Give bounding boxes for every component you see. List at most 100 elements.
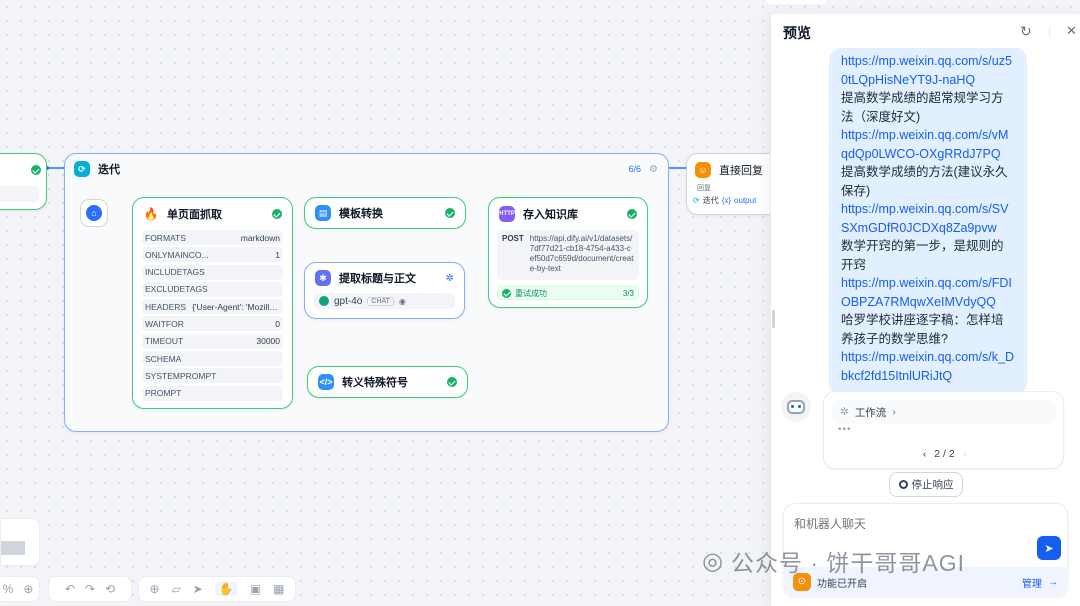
template-icon: ▤ xyxy=(315,205,331,221)
param-row: INCLUDETAGS xyxy=(142,264,283,280)
llm-icon: ✱ xyxy=(315,270,331,286)
param-row: HEADERS{'User-Agent': 'Mozilla/... xyxy=(142,299,283,315)
preview-panel: 预览 ↻ ✕ https://mp.weixin.qq.com/s/uz50tL… xyxy=(770,14,1080,606)
chat-messages[interactable]: https://mp.weixin.qq.com/s/uz50tLQpHisNe… xyxy=(771,48,1080,508)
home-icon: ⌂ xyxy=(86,205,102,221)
pointer-icon[interactable]: ➤ xyxy=(192,582,203,596)
iteration-start-node[interactable]: ⌂ xyxy=(80,199,108,227)
param-row: EXCLUDETAGS xyxy=(142,281,283,297)
canvas-toolbar[interactable]: ⊕ ▱ ➤ ✋ ▣ ▦ xyxy=(138,576,296,602)
extract-node-title: 提取标题与正文 xyxy=(339,273,416,285)
message-link[interactable]: https://mp.weixin.qq.com/s/FDIOBPZA7RMqw… xyxy=(841,276,1012,309)
pager-prev-icon[interactable]: ‹ xyxy=(922,448,927,460)
message-link[interactable]: https://mp.weixin.qq.com/s/SVSXmGDfR0JCD… xyxy=(841,202,1009,235)
stop-responding-button[interactable]: 停止响应 xyxy=(889,472,963,497)
http-icon: HTTP xyxy=(499,206,515,222)
fire-icon: 🔥 xyxy=(143,207,159,221)
workflow-process-toggle[interactable]: ✲ 工作流 › xyxy=(832,400,1056,424)
template-success-icon xyxy=(445,208,455,218)
template-node[interactable]: ▤ 模板转换 xyxy=(304,197,466,229)
iteration-settings-icon[interactable]: ⚙ xyxy=(649,163,658,175)
add-note-icon[interactable]: ▱ xyxy=(171,582,181,596)
param-row: PROMPT xyxy=(142,385,283,401)
variable-icon: {x} xyxy=(721,196,732,205)
retry-status: 重试成功 3/3 xyxy=(497,286,639,300)
model-name: gpt-4o xyxy=(334,295,363,307)
wechat-icon: ◎ xyxy=(702,547,723,575)
bot-avatar xyxy=(781,392,811,422)
message-link[interactable]: https://mp.weixin.qq.com/s/k_Dbkcf2fd15I… xyxy=(841,350,1014,383)
iteration-counter: 6/6 xyxy=(628,164,642,174)
export-image-icon[interactable]: ▣ xyxy=(249,582,262,596)
scrape-success-icon xyxy=(272,209,282,219)
zoom-control[interactable]: % ⊕ xyxy=(0,576,40,602)
zoom-percent: % xyxy=(2,582,14,596)
iteration-icon: ⟳ xyxy=(74,161,90,177)
answer-node-title: 直接回复 xyxy=(719,165,763,177)
message-link[interactable]: https://mp.weixin.qq.com/s/vMqdQp0LWCO-O… xyxy=(841,128,1009,161)
retry-success-icon xyxy=(502,288,511,298)
iteration-small-icon: ⟳ xyxy=(693,196,700,205)
template-node-title: 模板转换 xyxy=(339,208,383,220)
eye-icon: ◉ xyxy=(398,296,406,306)
feature-label: 功能已开启 xyxy=(817,578,867,590)
organize-icon[interactable]: ▦ xyxy=(273,582,285,596)
kb-node-title: 存入知识库 xyxy=(523,209,578,221)
send-button[interactable]: ➤ xyxy=(1037,536,1061,560)
pager-next-icon[interactable]: › xyxy=(962,448,967,460)
manage-link[interactable]: 管理 xyxy=(1022,578,1042,590)
scrape-node-title: 单页面抓取 xyxy=(167,209,222,221)
model-selector[interactable]: gpt-4o CHAT ◉ xyxy=(314,293,455,309)
message-link[interactable]: https://mp.weixin.qq.com/s/uz50tLQpHisNe… xyxy=(841,54,1012,87)
iteration-title: 迭代 xyxy=(98,164,120,176)
redo-icon[interactable]: ↷ xyxy=(84,582,96,596)
undo-icon[interactable]: ↶ xyxy=(64,582,75,596)
message-text: 提高数学成绩的超常规学习方法（深度好文) xyxy=(841,91,1004,124)
history-toolbar[interactable]: ↶ ↷ ⟲ xyxy=(48,576,132,602)
panel-resize-handle[interactable] xyxy=(772,310,775,328)
chat-input[interactable] xyxy=(794,515,1014,533)
workflow-label: 工作流 xyxy=(854,406,887,419)
robot-icon xyxy=(787,400,805,414)
watermark-text: 公众号 · 饼干哥哥AGI xyxy=(730,550,966,576)
history-icon[interactable]: ⟲ xyxy=(105,582,116,596)
stop-label: 停止响应 xyxy=(911,479,954,491)
chevron-right-icon: › xyxy=(892,406,896,418)
escape-node[interactable]: </> 转义特殊符号 xyxy=(307,366,468,398)
minimap[interactable] xyxy=(0,518,40,566)
kb-success-icon xyxy=(627,209,637,219)
retry-label: 重试成功 xyxy=(515,288,547,298)
typing-indicator: ••• xyxy=(838,424,852,435)
http-method: POST xyxy=(502,234,524,243)
restart-icon[interactable]: ↻ xyxy=(1020,23,1032,39)
model-mode-badge: CHAT xyxy=(367,296,394,306)
preview-title: 预览 xyxy=(783,25,811,41)
previous-node[interactable] xyxy=(0,153,47,210)
answer-variable: ⟳ 迭代 {x} output xyxy=(693,196,757,205)
http-url: https://api.dify.ai/v1/datasets/7df77d21… xyxy=(529,234,634,273)
add-node-icon[interactable]: ⊕ xyxy=(149,582,160,596)
zoom-in-icon[interactable]: ⊕ xyxy=(23,582,34,596)
answer-label: 回复 xyxy=(697,185,711,192)
knowledge-base-node[interactable]: HTTP 存入知识库 POST https://api.dify.ai/v1/d… xyxy=(488,197,648,308)
close-icon[interactable]: ✕ xyxy=(1066,23,1077,38)
arrow-right-icon[interactable]: → xyxy=(1048,576,1058,588)
header-divider xyxy=(1049,26,1050,38)
previous-node-success-icon xyxy=(31,165,41,175)
extract-node[interactable]: ✱ 提取标题与正文 ✲ gpt-4o CHAT ◉ xyxy=(304,262,465,319)
pager-label: 2 / 2 xyxy=(934,448,955,460)
retry-count: 3/3 xyxy=(622,288,634,298)
answer-node[interactable]: ☺ 直接回复 回复 ⟳ 迭代 {x} output xyxy=(686,153,786,215)
previous-node-field xyxy=(0,186,39,202)
hand-icon[interactable]: ✋ xyxy=(214,582,238,596)
workflow-spinner-icon: ✲ xyxy=(840,406,849,418)
loading-icon: ✲ xyxy=(445,272,454,284)
openai-icon xyxy=(319,296,329,306)
answer-icon: ☺ xyxy=(695,162,711,178)
